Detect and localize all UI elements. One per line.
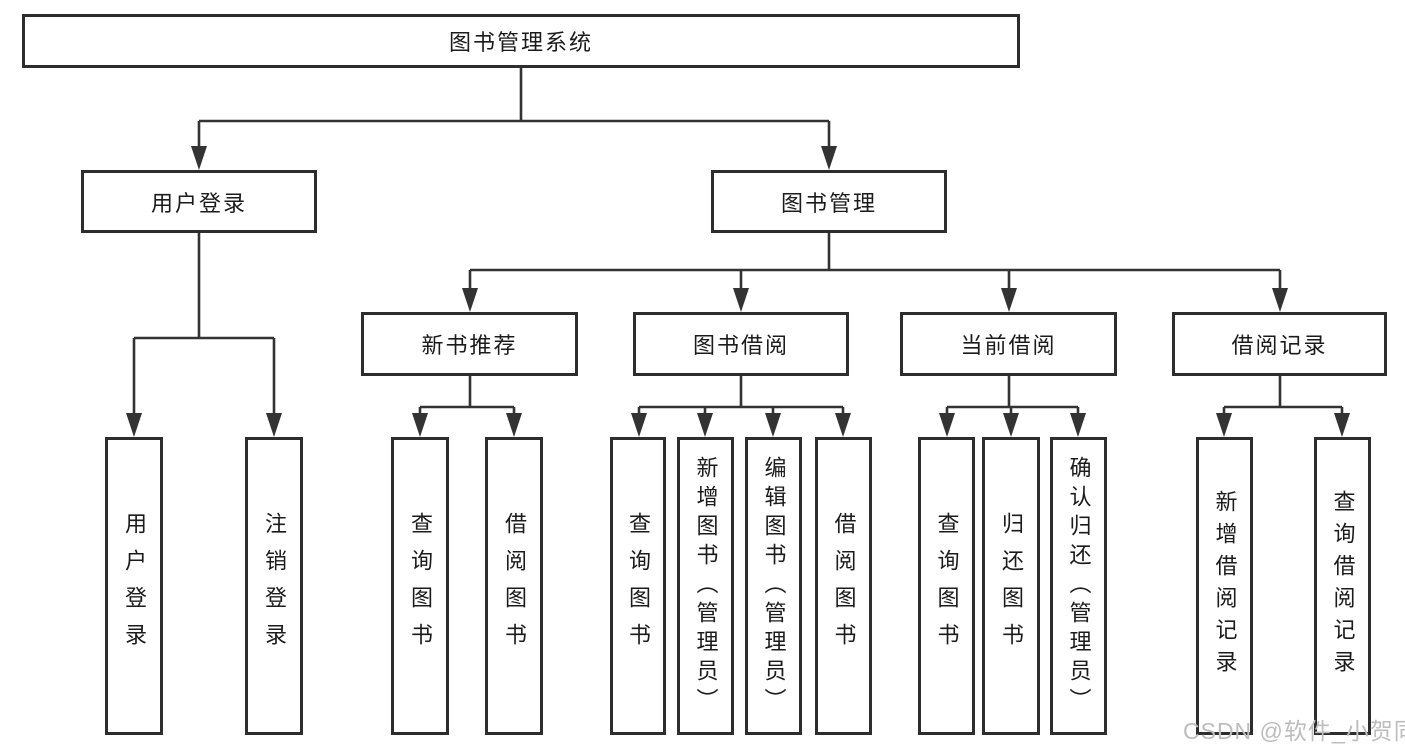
leaf-query-books-borrow-label: 查询图书 bbox=[626, 512, 651, 660]
leaf-return-book-label: 归还图书 bbox=[999, 512, 1024, 660]
leaf-confirm-return-admin: 确认归还（管理员） bbox=[1050, 437, 1107, 735]
leaf-query-books-current-label: 查询图书 bbox=[934, 512, 960, 660]
node-new-book-recommend: 新书推荐 bbox=[361, 312, 578, 376]
leaf-user-login: 用户登录 bbox=[105, 437, 163, 735]
leaf-add-book-admin: 新增图书（管理员） bbox=[677, 437, 734, 735]
node-borrowing-records-label: 借阅记录 bbox=[1231, 333, 1328, 358]
leaf-add-book-admin-label: 新增图书（管理员） bbox=[693, 455, 719, 717]
leaf-edit-book-admin: 编辑图书（管理员） bbox=[745, 437, 802, 735]
leaf-user-login-label: 用户登录 bbox=[122, 512, 147, 660]
leaf-query-books-recommend-label: 查询图书 bbox=[408, 512, 433, 660]
leaf-logout-label: 注销登录 bbox=[262, 512, 287, 660]
leaf-logout: 注销登录 bbox=[245, 437, 303, 735]
node-borrowing-records: 借阅记录 bbox=[1172, 312, 1387, 376]
leaf-query-borrow-record-label: 查询借阅记录 bbox=[1330, 490, 1356, 682]
leaf-return-book: 归还图书 bbox=[982, 437, 1040, 735]
leaf-borrow-books-recommend-label: 借阅图书 bbox=[502, 512, 527, 660]
node-book-management-label: 图书管理 bbox=[780, 190, 877, 216]
leaf-add-borrow-record-label: 新增借阅记录 bbox=[1212, 490, 1238, 682]
node-book-borrowing: 图书借阅 bbox=[633, 312, 849, 376]
node-user-login: 用户登录 bbox=[81, 170, 317, 233]
leaf-add-borrow-record: 新增借阅记录 bbox=[1196, 437, 1253, 735]
leaf-confirm-return-admin-label: 确认归还（管理员） bbox=[1066, 455, 1092, 717]
node-current-borrowing-label: 当前借阅 bbox=[960, 333, 1057, 358]
leaf-borrow-books-label: 借阅图书 bbox=[831, 512, 857, 660]
leaf-query-books-borrow: 查询图书 bbox=[610, 437, 666, 735]
leaf-borrow-books-recommend: 借阅图书 bbox=[485, 437, 543, 735]
node-new-book-recommend-label: 新书推荐 bbox=[421, 333, 518, 358]
node-book-management: 图书管理 bbox=[711, 170, 947, 233]
node-root-label: 图书管理系统 bbox=[448, 30, 593, 55]
csdn-watermark: CSDN @软件_小贺同学 bbox=[1183, 718, 1405, 744]
node-root-system: 图书管理系统 bbox=[22, 14, 1020, 68]
leaf-borrow-books: 借阅图书 bbox=[815, 437, 872, 735]
leaf-query-borrow-record: 查询借阅记录 bbox=[1314, 437, 1371, 735]
node-current-borrowing: 当前借阅 bbox=[900, 312, 1117, 376]
node-user-login-label: 用户登录 bbox=[150, 190, 247, 216]
leaf-query-books-recommend: 查询图书 bbox=[391, 437, 449, 735]
leaf-query-books-current: 查询图书 bbox=[918, 437, 975, 735]
leaf-edit-book-admin-label: 编辑图书（管理员） bbox=[761, 455, 787, 717]
node-book-borrowing-label: 图书借阅 bbox=[692, 333, 789, 358]
